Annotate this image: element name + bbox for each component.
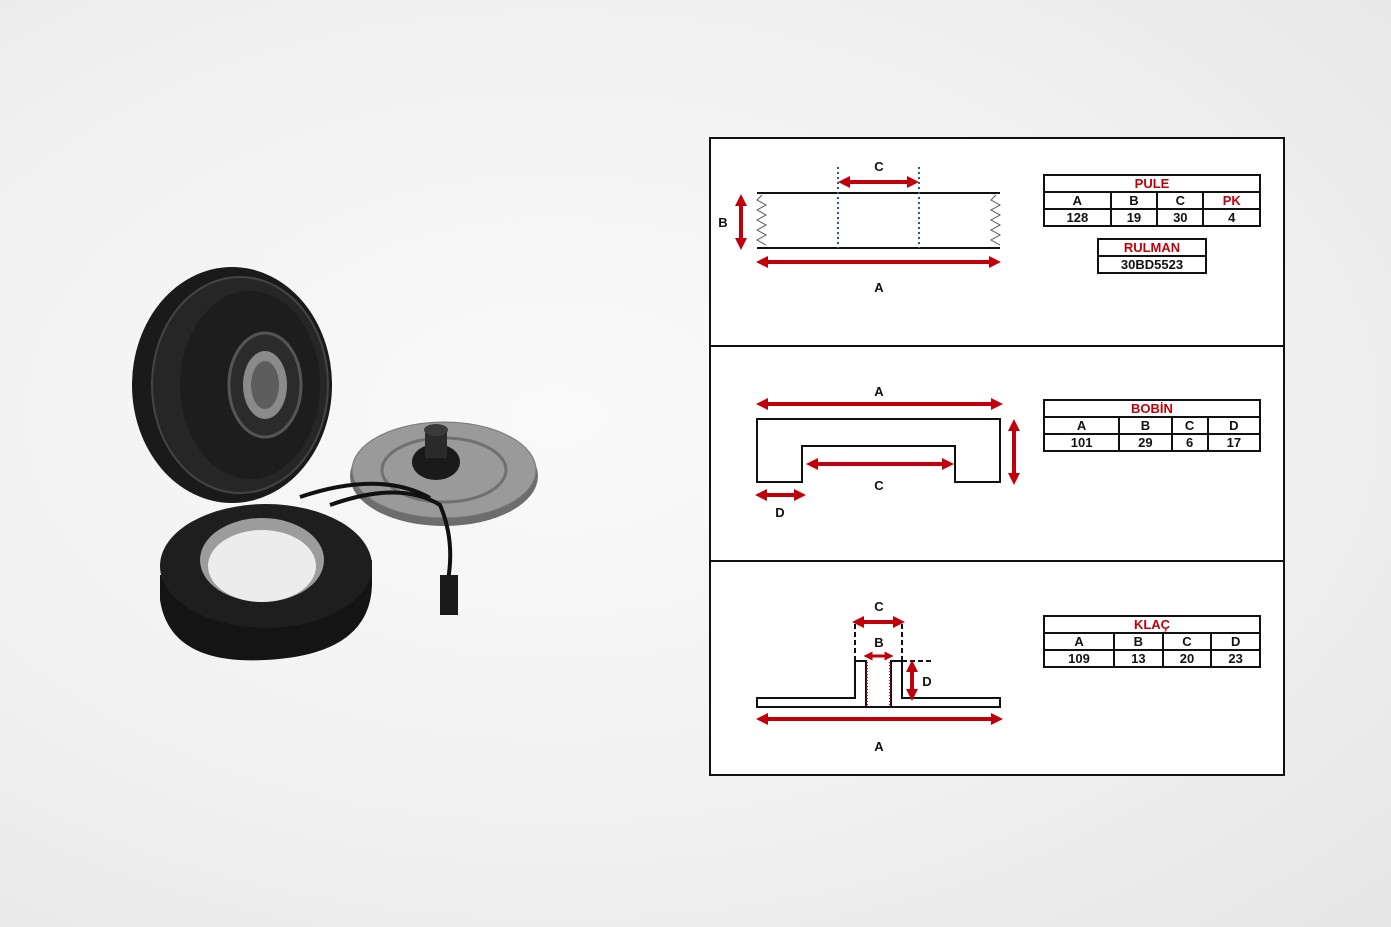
coil-drawing: A C D	[755, 384, 1020, 520]
pulley-table: PULE A B C PK 128 19 30 4	[1043, 174, 1261, 227]
section-divider	[711, 560, 1283, 562]
value-cell: 101	[1042, 433, 1121, 452]
value-cell: 6	[1170, 433, 1209, 452]
table-title: BOBİN	[1043, 399, 1261, 418]
table-title: KLAÇ	[1043, 615, 1261, 634]
table-title: RULMAN	[1097, 238, 1207, 257]
dim-label-d: D	[775, 505, 784, 520]
table-title: PULE	[1043, 174, 1261, 193]
dim-label-d: D	[922, 674, 931, 689]
header-cell: B	[1109, 191, 1159, 210]
dim-label-a: A	[874, 739, 884, 754]
dim-label-c: C	[874, 478, 884, 493]
header-cell: B	[1118, 416, 1173, 435]
header-cell: C	[1156, 191, 1205, 210]
value-cell: 19	[1109, 208, 1159, 227]
value-cell: 29	[1118, 433, 1173, 452]
value-cell: 23	[1210, 649, 1261, 668]
dim-label-a: A	[874, 384, 884, 399]
section-divider	[711, 345, 1283, 347]
value-cell: 128	[1043, 208, 1112, 227]
bearing-table: RULMAN 30BD5523	[1097, 238, 1207, 274]
dimension-drawings: C B A A C D C B	[718, 159, 1020, 754]
header-cell: A	[1042, 632, 1116, 651]
header-cell: C	[1161, 632, 1213, 651]
pulley-part	[132, 267, 332, 503]
value-cell: 4	[1202, 208, 1261, 227]
dim-label-c: C	[874, 159, 884, 174]
header-cell: B	[1113, 632, 1164, 651]
dim-label-b: B	[718, 215, 727, 230]
value-cell: 30BD5523	[1097, 255, 1207, 274]
specification-panel: C B A A C D C B	[709, 137, 1285, 776]
header-cell: PK	[1202, 191, 1261, 210]
coil-table: BOBİN A B C D 101 29 6 17	[1042, 399, 1262, 452]
header-cell: D	[1210, 632, 1261, 651]
header-cell: C	[1170, 416, 1209, 435]
value-cell: 17	[1206, 433, 1262, 452]
dim-label-a: A	[874, 280, 884, 295]
clutch-table: KLAÇ A B C D 109 13 20 23	[1042, 615, 1261, 668]
pulley-drawing: C B A	[718, 159, 1002, 295]
value-cell: 109	[1042, 649, 1116, 668]
value-cell: 13	[1113, 649, 1164, 668]
header-cell: A	[1042, 416, 1121, 435]
header-cell: A	[1043, 191, 1112, 210]
value-cell: 30	[1156, 208, 1205, 227]
clutch-drawing: C B D A	[756, 599, 1003, 754]
header-cell: D	[1206, 416, 1262, 435]
dim-label-c: C	[874, 599, 884, 614]
dim-label-b: B	[874, 635, 883, 650]
product-photo	[132, 267, 538, 661]
value-cell: 20	[1161, 649, 1213, 668]
coil-part	[160, 481, 458, 661]
